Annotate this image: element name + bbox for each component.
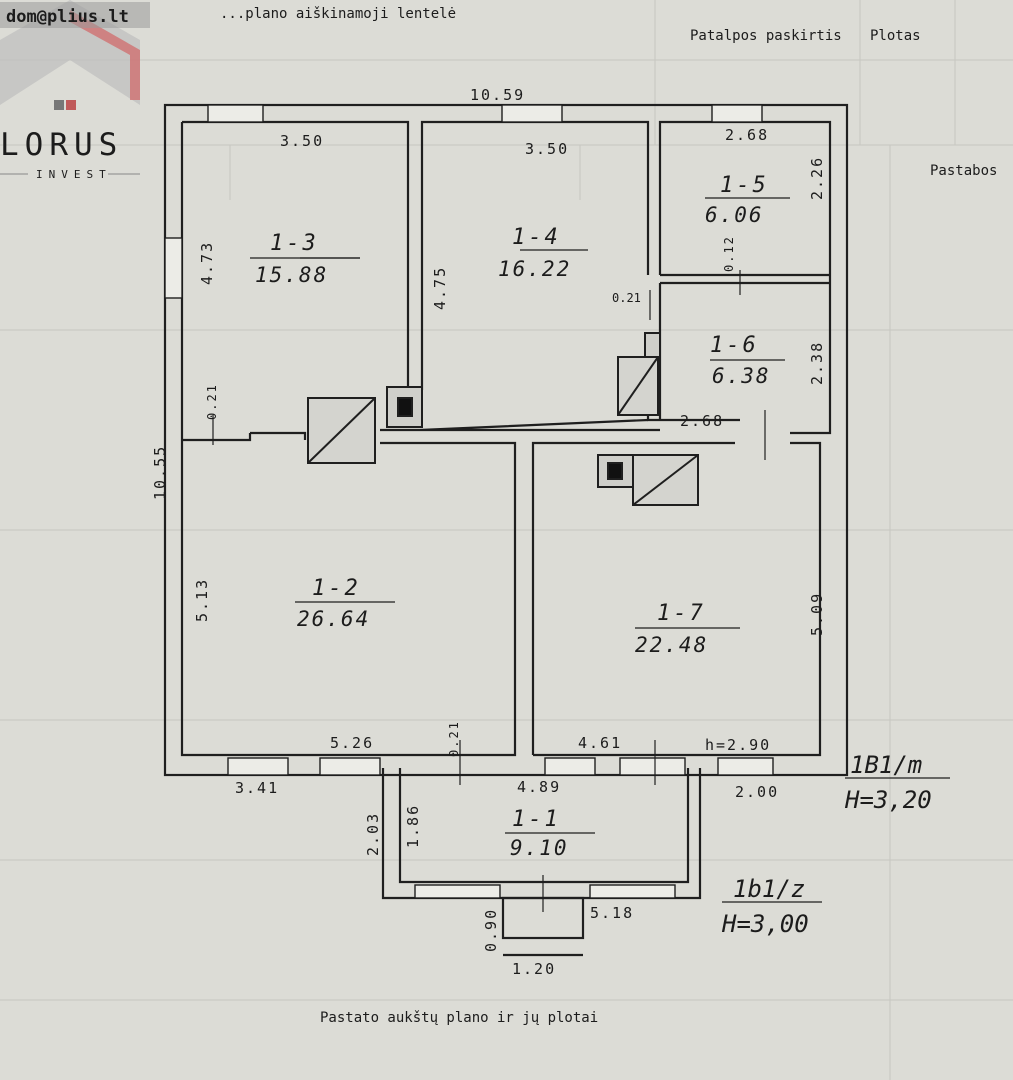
dim-step-depth: 0.90 (482, 908, 500, 952)
chimney-hole-r13 (397, 397, 413, 417)
room-code-r15: 1-5 (720, 173, 769, 198)
room-code-r17: 1-7 (657, 601, 706, 626)
note-porch-height: H=3,00 (721, 910, 809, 938)
logo-sub: INVEST (36, 168, 112, 181)
note-main-label: 1B1/m (850, 751, 922, 779)
room-area-r14: 16.22 (498, 257, 571, 281)
chimney-r17 (597, 454, 634, 488)
dim-r14-width: 3.50 (525, 140, 569, 158)
window-r13-left (164, 237, 183, 299)
dim-wall-021-c: 0.21 (447, 720, 461, 757)
window-r17-bottom-a (544, 757, 596, 776)
stoves (307, 332, 699, 506)
note-porch-label: 1b1/z (733, 875, 805, 903)
note-main-height: H=3,20 (844, 786, 932, 814)
dim-left-total: 10.55 (151, 445, 169, 500)
background-header: ...plano aiškinamoji lentelė (220, 6, 456, 22)
dim-r11-width: 5.18 (590, 904, 634, 922)
window-r17-bottom-c (717, 757, 774, 776)
logo-square-icon (54, 100, 64, 110)
logo-name: LORUS (0, 127, 123, 163)
dim-r11-outer-height: 2.03 (364, 812, 382, 856)
dim-r14-height: 4.75 (431, 266, 449, 310)
room-code-r13: 1-3 (270, 231, 319, 256)
dim-wall-021-a: 0.21 (612, 291, 641, 305)
dim-ceiling-height: h=2.90 (705, 736, 771, 754)
room-area-r13: 15.88 (255, 263, 328, 287)
window-porch-a (414, 884, 501, 899)
room-area-r17: 22.48 (635, 633, 708, 657)
room-code-r11: 1-1 (512, 807, 561, 832)
room-area-r12: 26.64 (297, 607, 370, 631)
background-footer: Pastato aukštų plano ir jų plotai (320, 1010, 598, 1026)
room-code-r12: 1-2 (312, 576, 361, 601)
dim-r16-height: 2.38 (808, 341, 826, 385)
dim-step-width: 1.20 (512, 960, 556, 978)
dim-r15-width: 2.68 (725, 126, 769, 144)
notes: 1B1/m H=3,20 1b1/z H=3,00 (721, 751, 932, 938)
windows (164, 104, 774, 899)
dim-r12-width: 5.26 (330, 734, 374, 752)
background-col1: Patalpos paskirtis (690, 28, 842, 44)
dim-bottom-mid: 4.89 (517, 778, 561, 796)
dim-r17-width: 4.61 (578, 734, 622, 752)
room-area-r16: 6.38 (712, 364, 771, 388)
background-col3: Pastabos (930, 163, 997, 179)
dim-wall-012: 0.12 (722, 235, 736, 272)
dim-r12-height: 5.13 (193, 578, 211, 622)
dim-r11-inner-height: 1.86 (404, 804, 422, 848)
dim-r17-height: 5.09 (808, 592, 826, 636)
room-code-r14: 1-4 (512, 225, 561, 250)
logo: LORUS INVEST dom@plius.lt (0, 0, 150, 181)
background-col2: Plotas (870, 28, 921, 44)
window-r14-top (501, 104, 563, 123)
dim-r13-height: 4.73 (198, 241, 216, 285)
room-code-r16: 1-6 (710, 333, 759, 358)
watermark-text: dom@plius.lt (6, 7, 129, 27)
dim-r15-height: 2.26 (808, 156, 826, 200)
window-r13-top (207, 104, 264, 123)
chimney-hole-r17 (607, 462, 623, 480)
dim-bottom-right: 2.00 (735, 783, 779, 801)
dim-r13-width: 3.50 (280, 132, 324, 150)
window-porch-b (589, 884, 676, 899)
window-r15-top (711, 104, 763, 123)
room-area-r11: 9.10 (510, 836, 569, 860)
room-area-r15: 6.06 (705, 203, 764, 227)
room-labels: 1-3 15.88 1-4 16.22 1-5 6.06 1-6 6.38 1-… (255, 173, 771, 860)
logo-square-red-icon (66, 100, 76, 110)
dim-wall-021-b: 0.21 (205, 383, 219, 420)
window-r17-bottom-b (619, 757, 686, 776)
window-r12-bottom-a (227, 757, 289, 776)
dim-bottom-left: 3.41 (235, 779, 279, 797)
dimension-ticks (212, 197, 950, 912)
dimension-labels: 10.59 3.50 3.50 2.68 2.26 0.12 0.21 2.38… (151, 86, 826, 978)
dim-top-total: 10.59 (470, 86, 525, 104)
dim-r16-width: 2.68 (680, 412, 724, 430)
window-r12-bottom-b (319, 757, 381, 776)
